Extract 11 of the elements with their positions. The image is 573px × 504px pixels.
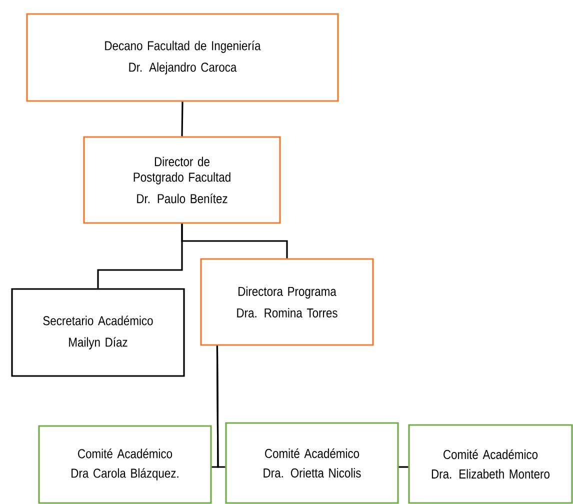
- connector-line: [181, 224, 288, 258]
- org-box: Decano Facultad de Ingeniería Dr. Alejandro Caroca: [26, 13, 339, 102]
- org-box: Secretario Académico Mailyn Díaz: [11, 288, 185, 377]
- connector-line: [216, 346, 226, 468]
- org-box: Comité Académico Dra. Orietta Nicolis: [225, 422, 399, 504]
- connector-line: [181, 102, 184, 136]
- org-box: Director de Postgrado Facultad Dr. Paulo Benítez: [83, 136, 281, 224]
- org-box: Comité Académico Dra. Elizabeth Montero: [408, 424, 573, 504]
- org-box: Comité Académico Dra Carola Blázquez.: [38, 425, 212, 504]
- org-box: Directora Programa Dra. Romina Torres: [200, 258, 374, 346]
- connector-line: [398, 466, 408, 468]
